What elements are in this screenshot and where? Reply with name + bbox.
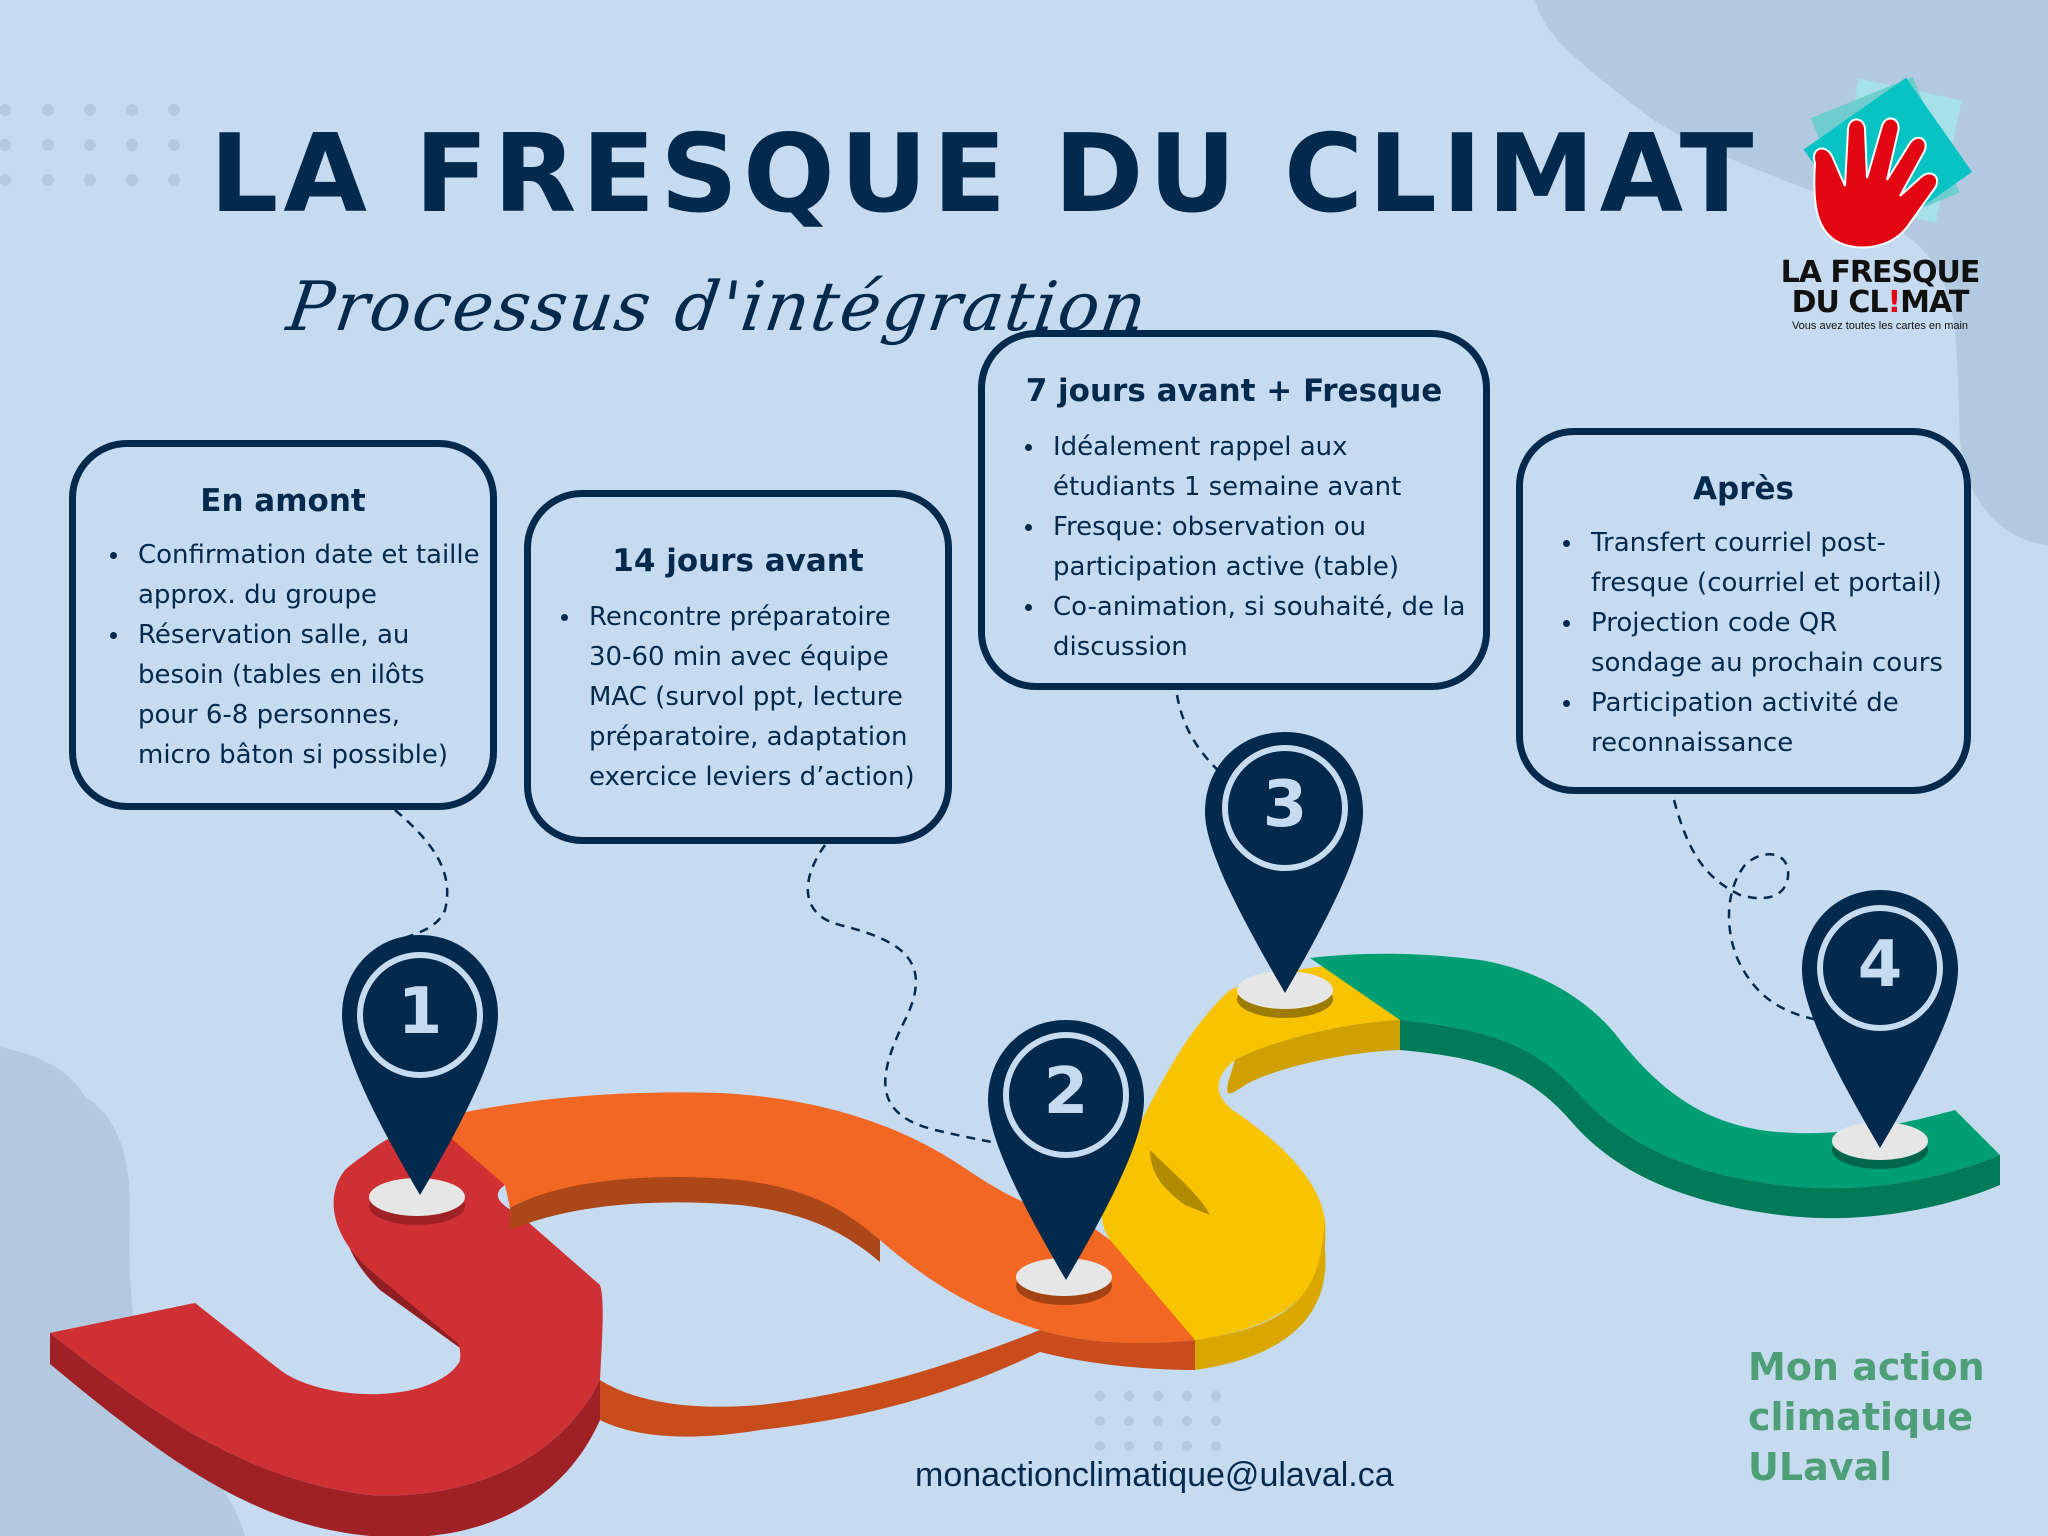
step-list: Transfert courriel post-fresque (courrie… — [1523, 523, 1964, 763]
background-blob-bottom-left — [0, 1047, 245, 1536]
brand-line-2: climatique — [1748, 1395, 1974, 1439]
list-item: Idéalement rappel aux étudiants 1 semain… — [1025, 427, 1469, 507]
road-segment-orange — [430, 1092, 1195, 1343]
logo-tagline: Vous avez toutes les cartes en main — [1791, 320, 1969, 332]
pin-2-icon — [988, 1020, 1144, 1280]
step-box-en-amont: En amont Confirmation date et taille app… — [69, 440, 497, 810]
logo-wordmark: LA FRESQUE DU CL!MAT — [1775, 258, 1985, 318]
pin-1-number: 1 — [397, 975, 443, 1049]
list-item: Réservation salle, au besoin (tables en … — [110, 615, 480, 775]
list-item: Rencontre préparatoire 30-60 min avec éq… — [561, 597, 931, 797]
list-item: Co-animation, si souhaité, de la discuss… — [1025, 587, 1469, 667]
list-item: Projection code QR sondage au prochain c… — [1563, 603, 1954, 683]
step-box-14-jours: 14 jours avant Rencontre préparatoire 30… — [524, 490, 952, 844]
step-list: Rencontre préparatoire 30-60 min avec éq… — [531, 597, 945, 797]
list-item: Transfert courriel post-fresque (courrie… — [1563, 523, 1954, 603]
pin-3-icon — [1205, 732, 1363, 993]
step-box-7-jours: 7 jours avant + Fresque Idéalement rappe… — [978, 330, 1490, 690]
list-item: Confirmation date et taille approx. du g… — [110, 535, 480, 615]
logo-line-2-b: MAT — [1900, 285, 1969, 320]
list-item: Fresque: observation ou participation ac… — [1025, 507, 1469, 587]
brand-line-1: Mon action — [1748, 1345, 1985, 1389]
pin-4-icon — [1802, 890, 1958, 1148]
logo-exclamation: ! — [1887, 285, 1901, 320]
list-item: Participation activité de reconnaissance — [1563, 683, 1954, 763]
step-title: Après — [1693, 471, 1794, 507]
step-box-apres: Après Transfert courriel post-fresque (c… — [1516, 428, 1971, 794]
logo-line-2-a: DU CL — [1791, 285, 1889, 320]
brand-mon-action-climatique: Mon action climatique ULaval — [1748, 1342, 1985, 1492]
pin-1-icon — [342, 935, 498, 1195]
pin-3-number: 3 — [1262, 768, 1308, 842]
contact-email-link[interactable]: monactionclimatique@ulaval.ca — [915, 1456, 1394, 1494]
step-title: 7 jours avant + Fresque — [1025, 373, 1443, 409]
fresque-logo-icon — [1803, 76, 1973, 249]
road-segment-green — [1310, 953, 2000, 1189]
road-segment-yellow — [1101, 965, 1400, 1340]
logo-line-2: DU CL!MAT — [1775, 288, 1985, 318]
page-title: LA FRESQUE DU CLIMAT — [209, 112, 1759, 237]
step-list: Idéalement rappel aux étudiants 1 semain… — [985, 427, 1483, 667]
brand-line-3: ULaval — [1748, 1445, 1893, 1489]
pin-4-number: 4 — [1857, 928, 1903, 1002]
dot-grid-top-left — [0, 104, 180, 186]
pin-2-number: 2 — [1043, 1055, 1089, 1129]
road-path — [50, 953, 2000, 1536]
step-title: 14 jours avant — [612, 543, 864, 579]
step-list: Confirmation date et taille approx. du g… — [76, 535, 490, 775]
logo-line-1: LA FRESQUE — [1780, 255, 1981, 290]
step-title: En amont — [200, 483, 366, 519]
dot-grid-bottom — [1095, 1391, 1221, 1451]
